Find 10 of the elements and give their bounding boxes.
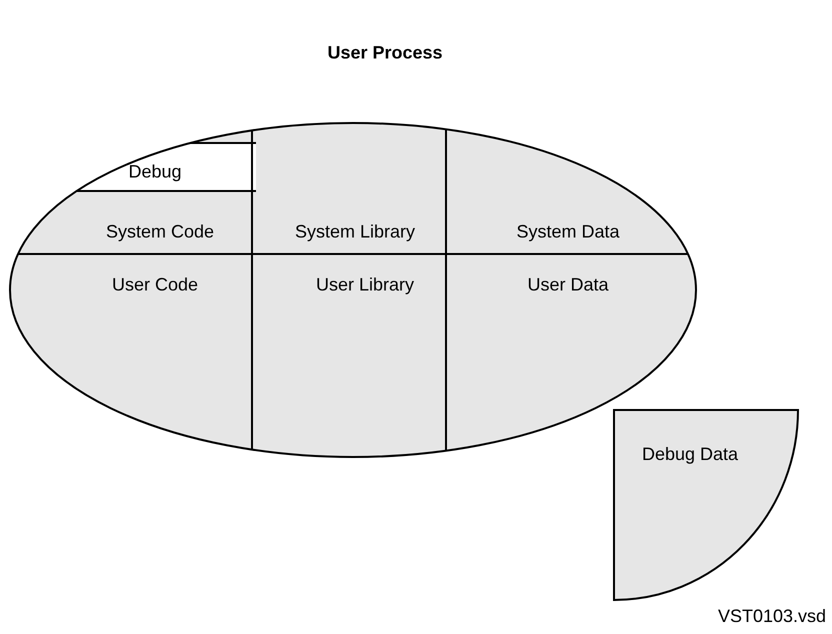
region-label: System Code <box>106 222 214 242</box>
region-label: System Data <box>516 222 620 242</box>
region-label: System Library <box>294 222 416 242</box>
region-label: Debug Data <box>642 444 738 465</box>
region-label: User Code <box>112 274 198 296</box>
region-label: User Data <box>527 274 609 296</box>
region-label: User Library <box>316 274 414 296</box>
title: User Process <box>327 42 443 64</box>
file-name-label: VST0103.vsd <box>718 606 826 627</box>
region-label: Debug <box>128 162 182 182</box>
